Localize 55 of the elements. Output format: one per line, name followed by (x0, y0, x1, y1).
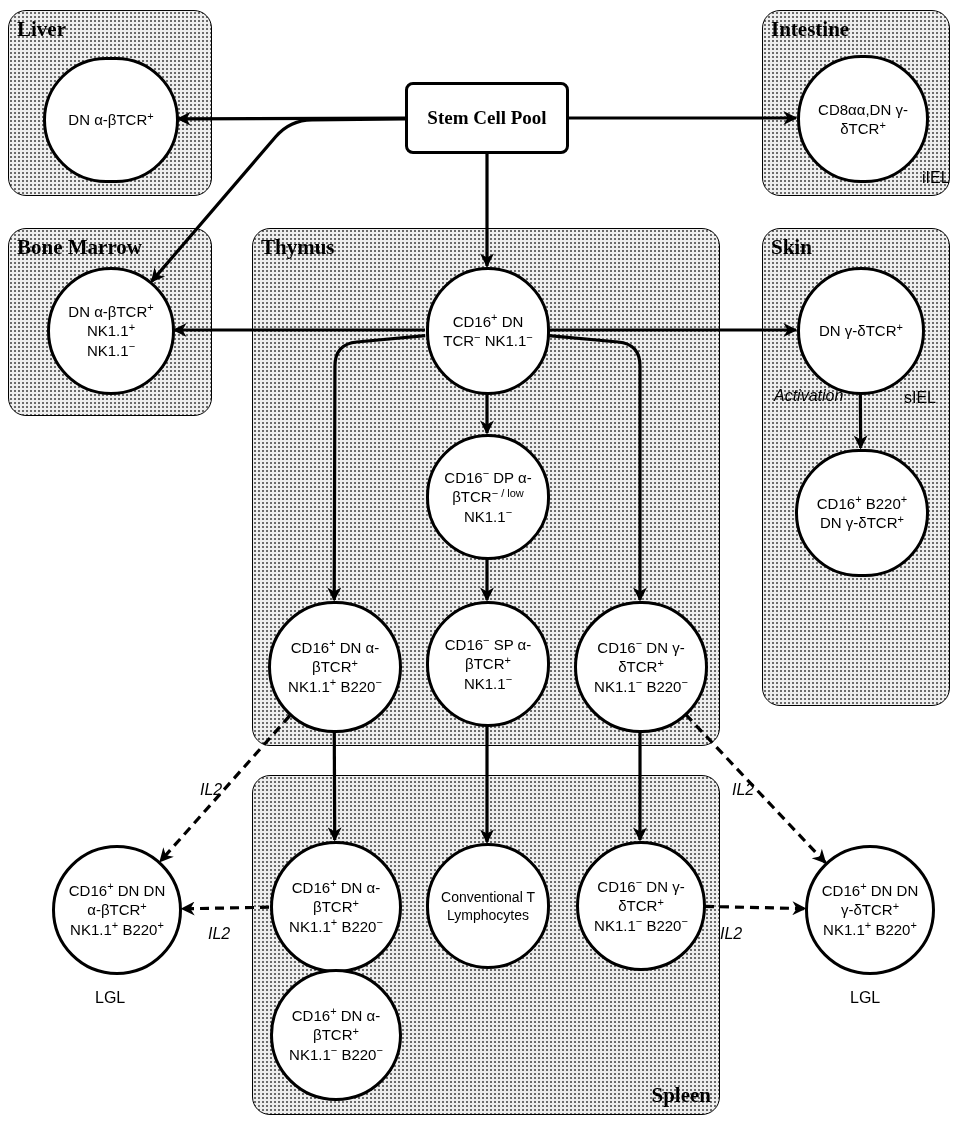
process-box (405, 82, 569, 154)
organ-panel (8, 228, 212, 416)
arrow (480, 394, 494, 435)
organ-title: Thymus (261, 237, 335, 258)
cell-type-label: LGL (95, 988, 126, 1008)
edge-label: IL2 (200, 780, 223, 800)
arrow (569, 111, 798, 125)
dashed-arrow (704, 901, 807, 916)
organ-title: Intestine (771, 19, 850, 40)
arrow (172, 323, 425, 337)
arrow (327, 334, 426, 602)
edge-label: IL2 (208, 924, 231, 944)
arrow (633, 732, 647, 842)
cell-label: CD16$^{+}$ DN DN α-βTCR$^{+}$ NK1.1$^{+}$ B220$^{+}$ (67, 880, 167, 940)
dashed-arrow (159, 714, 292, 863)
cell-label: CD16$^{+}$ DN α-βTCR$^{+}$ NK1.1$^{+}$ B220$^{−}$ (287, 637, 383, 697)
cell-type-label: iIEL (922, 168, 950, 188)
cell-label: CD16$^{−}$ SP α-βTCR$^{+}$ NK1.1$^{−}$ (443, 634, 533, 694)
organ-title: Skin (771, 237, 812, 258)
arrow (548, 334, 647, 602)
edge-label: IL2 (720, 924, 743, 944)
cell-label: CD16$^{+}$ DN α-βTCR$^{+}$ NK1.1$^{−}$ B220$^{−}$ (288, 1005, 384, 1065)
cell-type-label: LGL (850, 988, 881, 1008)
cell-label: CD16$^{+}$ DN α-βTCR$^{+}$ NK1.1$^{+}$ B220$^{−}$ (288, 877, 384, 937)
organ-title: Liver (17, 19, 66, 40)
arrow (480, 726, 494, 844)
cell-label: DN γ-δTCR$^{+}$ (818, 321, 904, 341)
dashed-arrow (180, 901, 270, 916)
cell-label: CD16$^{−}$ DP α-βTCR$^{− / low}$ NK1.1$^{−}$ (443, 467, 533, 527)
cell-label: CD16$^{+}$ DN DN γ-δTCR$^{+}$ NK1.1$^{+}$ B220$^{+}$ (820, 880, 920, 940)
arrow (150, 117, 405, 283)
cell-type-label: sIEL (904, 388, 936, 408)
arrow (549, 323, 798, 337)
arrow (327, 732, 342, 842)
organ-panel (8, 10, 212, 196)
cell-label: DN α-βTCR$^{+}$ (67, 110, 155, 130)
organ-panel (762, 10, 950, 196)
cell-label: CD16$^{−}$ DN γ-δTCR$^{+}$ NK1.1$^{−}$ B220$^{−}$ (593, 637, 689, 697)
organ-panel (762, 228, 950, 706)
cell-label: CD16$^{−}$ DN γ-δTCR$^{+}$ NK1.1$^{−}$ B220$^{−}$ (593, 876, 689, 936)
cell-label: Conventional T Lymphocytes (440, 887, 536, 925)
arrow (480, 559, 494, 602)
organ-title: Spleen (651, 1085, 711, 1106)
organ-panel (252, 228, 720, 746)
organ-panel (252, 775, 720, 1115)
box-label: Stem Cell Pool (427, 105, 547, 130)
dashed-arrow (684, 713, 827, 864)
arrow (853, 394, 868, 450)
organ-title: Bone Marrow (17, 237, 142, 258)
edge-label: Activation (774, 386, 844, 406)
arrow (480, 154, 494, 268)
cell-label: CD16$^{+}$ DN TCR$^{−}$ NK1.1$^{−}$ (442, 311, 534, 351)
cell-label: DN α-βTCR$^{+}$ NK1.1$^{+}$ NK1.1$^{−}$ (67, 301, 155, 361)
cell-label: CD8αα,DN γ-δTCR$^{+}$ (817, 99, 909, 139)
cell-label: CD16$^{+}$ B220$^{+}$ DN γ-δTCR$^{+}$ (815, 493, 909, 533)
